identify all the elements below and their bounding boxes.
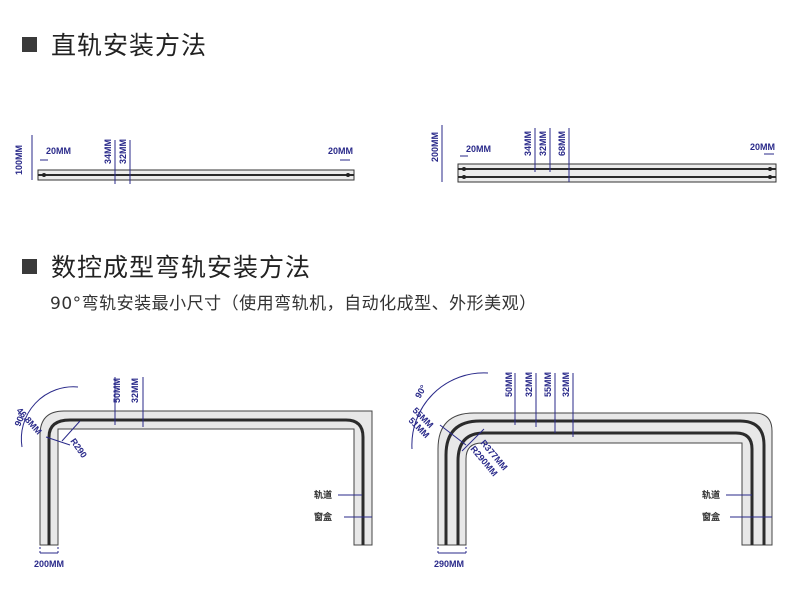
dim-d3: 55MM — [543, 372, 553, 397]
dim-d4: 32MM — [561, 372, 571, 397]
section-curved-subtitle: 90°弯轨安装最小尺寸（使用弯轨机，自动化成型、外形美观） — [50, 294, 537, 314]
dim-right-gap: 20MM — [750, 142, 775, 152]
dim-d1: 50MM — [504, 372, 514, 397]
dim-d2: 32MM — [130, 378, 140, 403]
section-curved-title: 数控成型弯轨安装方法 — [51, 253, 312, 282]
dim-width: 200MM — [34, 559, 64, 569]
section-straight-title: 直轨安装方法 — [51, 31, 208, 60]
dim-height: 200MM — [430, 132, 440, 162]
dim-left-gap: 20MM — [466, 144, 491, 154]
dim-radius: R290 — [68, 436, 89, 459]
section-straight-heading: 直轨安装方法 — [22, 26, 207, 62]
bullet-square-icon — [22, 36, 37, 52]
straight-rail-double-diagram: 200MM 20MM 34MM 32MM 68MM 20MM — [430, 125, 777, 183]
dim-d2: 32MM — [118, 139, 128, 164]
straight-rail-single-diagram: 100MM 20MM 34MM 32MM 20MM — [14, 135, 355, 184]
curved-rail-double-diagram: 90° 55MM 51MM R377MM R290MM 50MM 32MM 55… — [407, 372, 773, 569]
section-curved-heading: 数控成型弯轨安装方法 — [22, 248, 311, 284]
dim-width: 290MM — [434, 559, 464, 569]
dim-d1: 34MM — [523, 131, 533, 156]
dim-left-gap: 20MM — [46, 146, 71, 156]
dim-angle: 90° — [13, 411, 28, 428]
label-box: 窗盒 — [314, 511, 333, 523]
bullet-square-icon — [22, 258, 37, 274]
label-track: 轨道 — [702, 489, 720, 501]
dim-d1: 34MM — [103, 139, 113, 164]
dim-right-gap: 20MM — [328, 146, 353, 156]
dim-d1: 50MM — [112, 378, 122, 403]
dim-d2: 32MM — [538, 131, 548, 156]
dim-d2: 32MM — [524, 372, 534, 397]
curved-rail-single-diagram: 90° 46.8MM R290 50MM 32MM 200MM 轨道 窗盒 — [13, 377, 373, 569]
dim-d3: 68MM — [557, 131, 567, 156]
label-track: 轨道 — [314, 489, 332, 501]
dim-height: 100MM — [14, 145, 24, 175]
dim-angle: 90° — [413, 383, 429, 400]
label-box: 窗盒 — [702, 511, 721, 523]
